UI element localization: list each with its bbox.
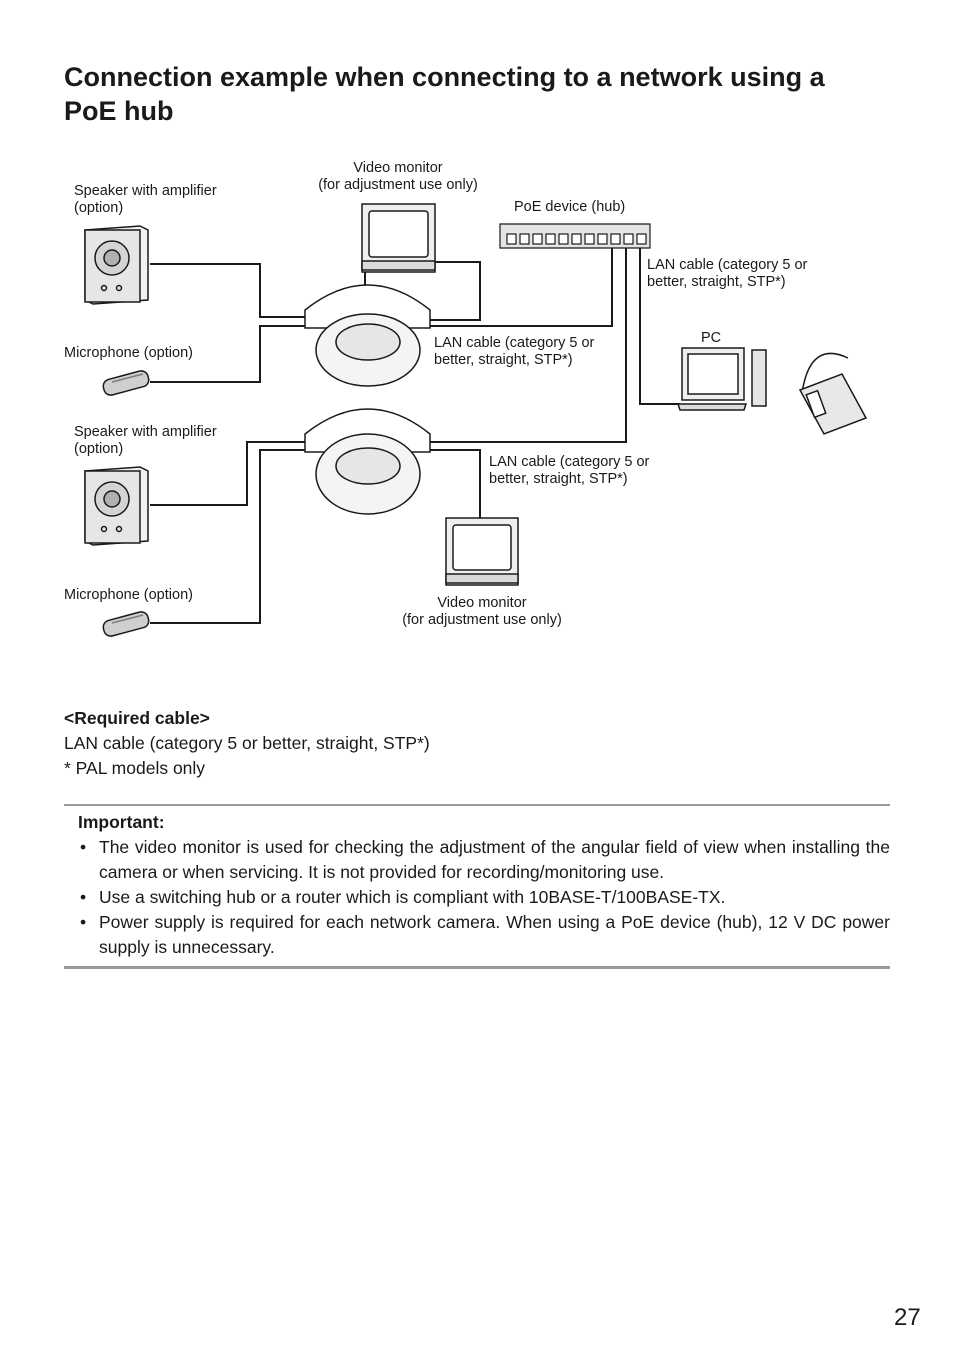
speaker-bottom-icon — [84, 466, 149, 546]
required-cable-note: * PAL models only — [64, 758, 206, 778]
microphone-top-icon — [102, 370, 150, 396]
label-monitor-bottom: Video monitor (for adjustment use only) — [402, 595, 562, 628]
label-microphone-top: Microphone (option) — [64, 345, 193, 361]
required-cable-section: <Required cable> LAN cable (category 5 o… — [64, 706, 430, 781]
speaker-top-cable — [150, 263, 305, 318]
monitor-bottom-cable — [430, 449, 481, 520]
important-box: Important: The video monitor is used for… — [64, 804, 890, 969]
lan-cable-bottom — [430, 248, 627, 443]
lan-cable-pc — [639, 248, 680, 405]
page-title: Connection example when connecting to a … — [64, 62, 825, 126]
important-item: The video monitor is used for checking t… — [64, 835, 890, 885]
page-number: 27 — [894, 1304, 921, 1331]
label-lan-right: LAN cable (category 5 or better, straigh… — [647, 257, 808, 290]
label-speaker-top: Speaker with amplifier (option) — [74, 183, 217, 216]
important-heading: Important: — [78, 812, 165, 832]
label-poe-hub: PoE device (hub) — [514, 199, 626, 215]
video-monitor-top-icon — [361, 203, 436, 273]
label-monitor-top: Video monitor (for adjustment use only) — [318, 160, 478, 193]
required-cable-line: LAN cable (category 5 or better, straigh… — [64, 733, 430, 753]
diagram-drawing — [84, 203, 868, 637]
speaker-bottom-cable — [150, 441, 305, 506]
label-lan-mid: LAN cable (category 5 or better, straigh… — [434, 335, 595, 368]
monitor-top-cable-b — [420, 261, 481, 321]
microphone-bottom-icon — [102, 611, 150, 637]
lan-cable-top — [430, 248, 613, 327]
dome-camera-top-icon — [304, 284, 431, 387]
microphone-bottom-cable — [150, 449, 305, 624]
video-monitor-bottom-icon — [445, 517, 519, 586]
connection-diagram: Speaker with amplifier (option) Video mo… — [0, 150, 954, 650]
important-item: Power supply is required for each networ… — [64, 910, 890, 960]
controller-icon — [798, 352, 868, 435]
label-pc: PC — [701, 330, 722, 346]
pc-icon — [676, 347, 767, 411]
label-speaker-bottom: Speaker with amplifier (option) — [74, 424, 217, 457]
microphone-top-cable — [150, 325, 305, 383]
important-item: Use a switching hub or a router which is… — [64, 885, 890, 910]
required-cable-heading: <Required cable> — [64, 708, 210, 728]
important-list: The video monitor is used for checking t… — [64, 835, 890, 960]
label-lan-bottom: LAN cable (category 5 or better, straigh… — [489, 454, 650, 487]
label-microphone-bottom: Microphone (option) — [64, 587, 193, 603]
poe-hub-icon — [499, 223, 651, 249]
dome-camera-bottom-icon — [304, 408, 431, 515]
speaker-top-icon — [84, 225, 149, 305]
